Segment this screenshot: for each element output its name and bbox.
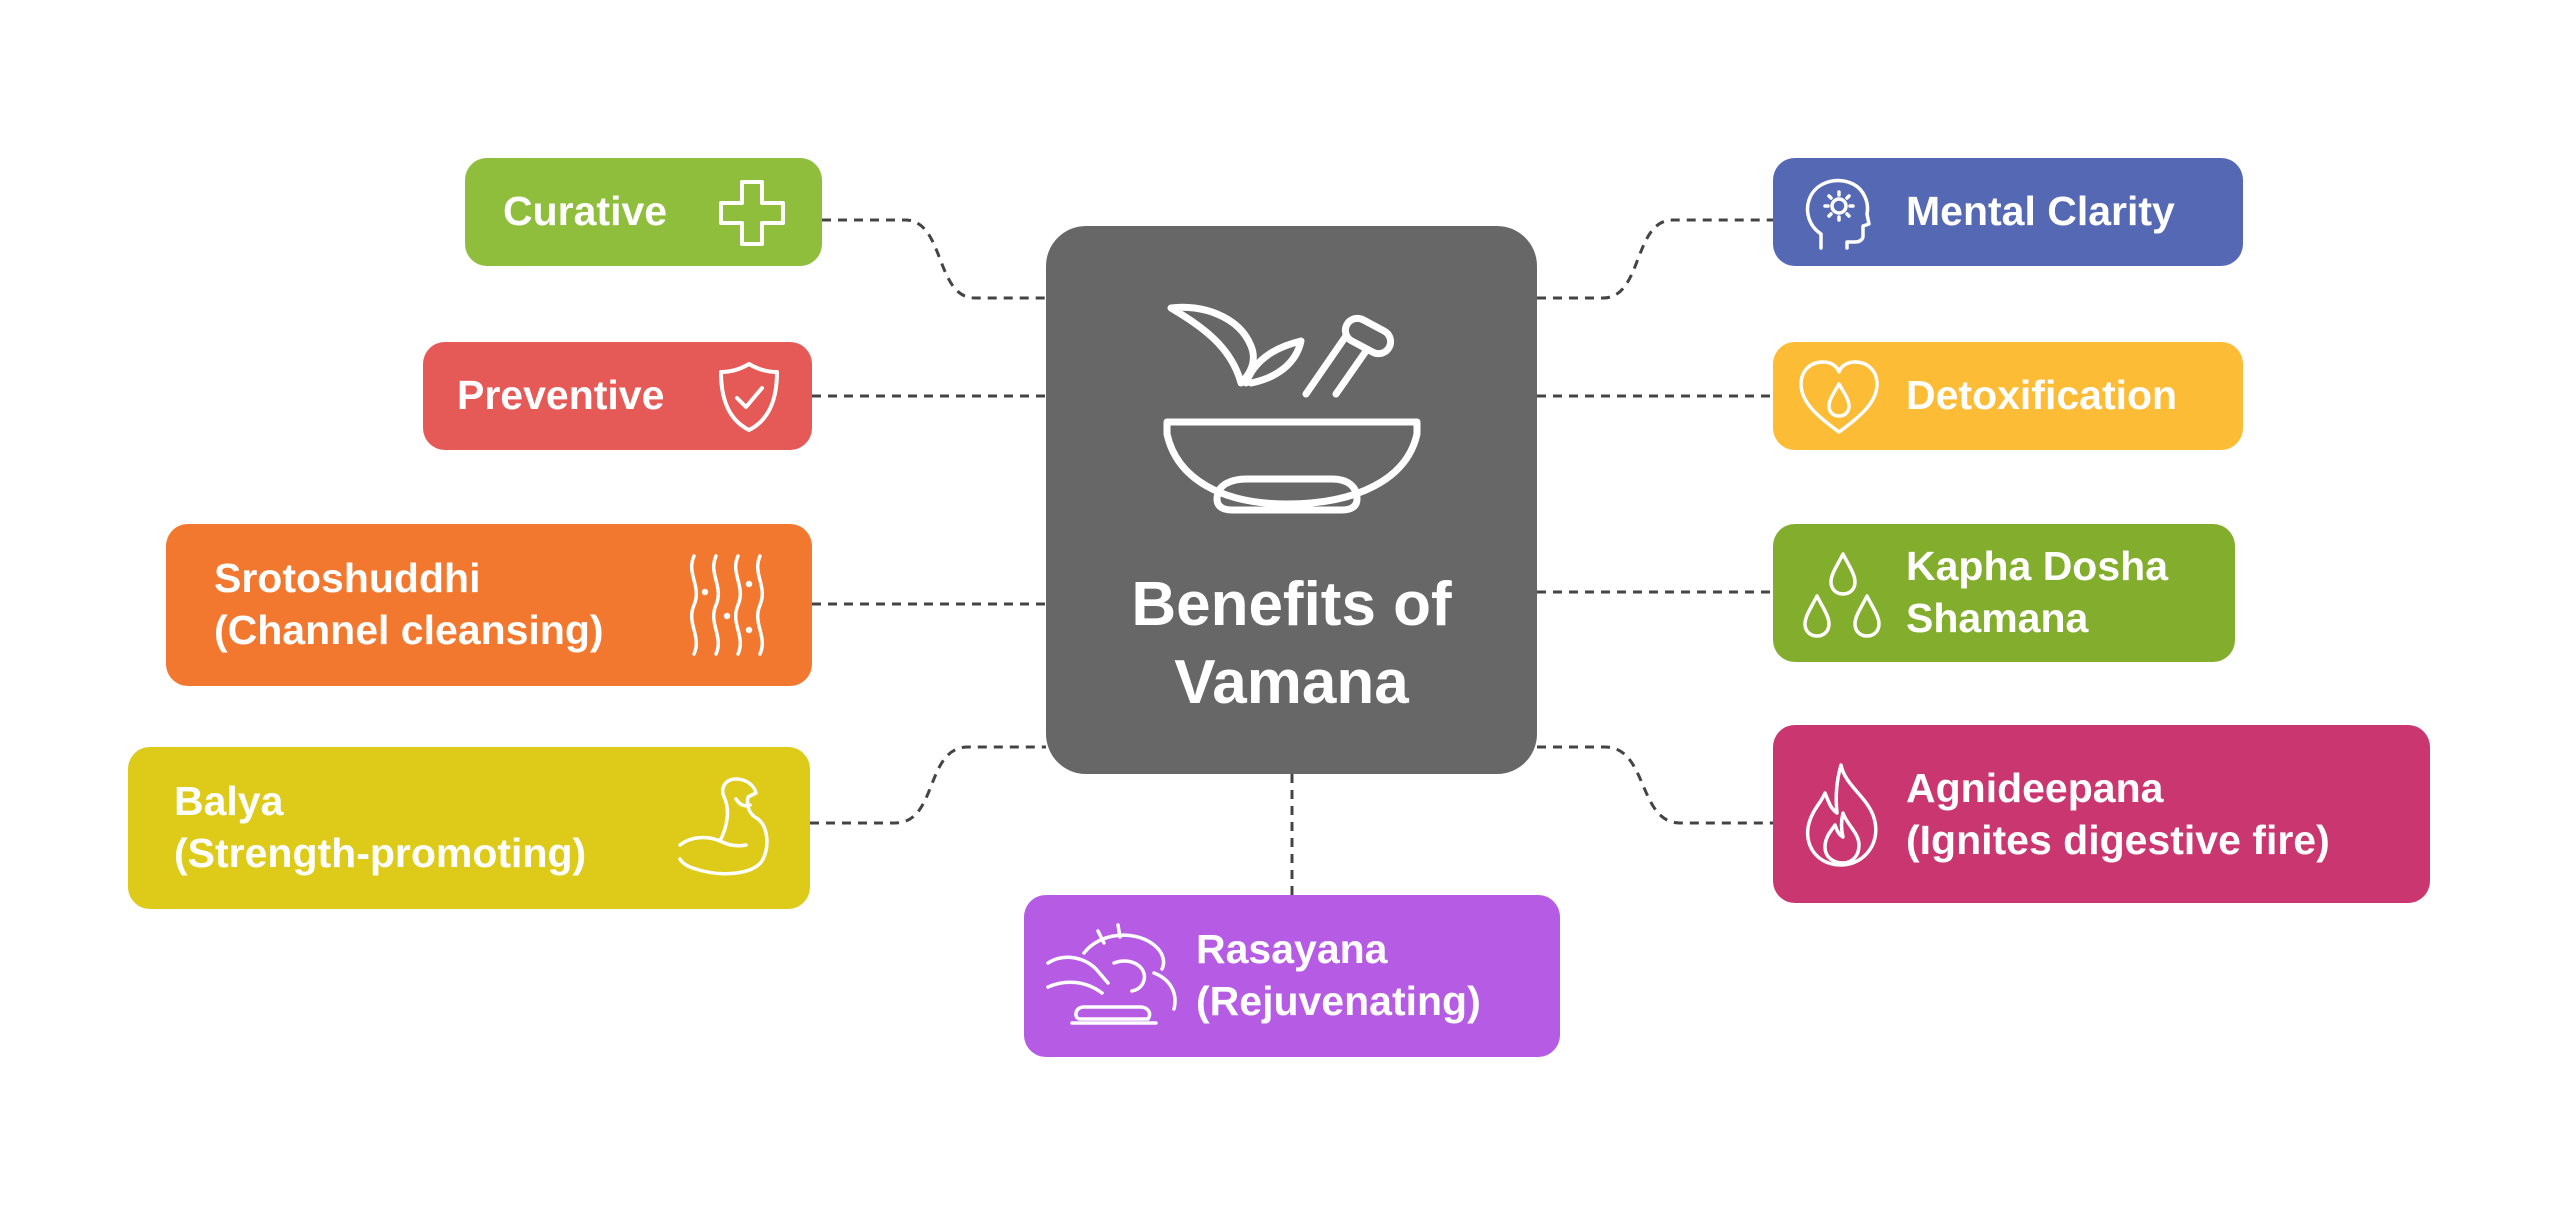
shield-check-icon — [717, 360, 781, 434]
connector-balya — [810, 745, 1046, 825]
srotoshuddhi-label-line-1: Srotoshuddhi — [214, 555, 481, 601]
rasayana-label-line-1: Rasayana — [1196, 926, 1388, 972]
srotoshuddhi-label-line-2: (Channel cleansing) — [214, 607, 604, 653]
preventive-label: Preventive — [457, 372, 665, 418]
cross-icon — [717, 178, 787, 248]
face-massage-icon — [1044, 923, 1184, 1029]
water-drops-icon — [1801, 550, 1885, 640]
rasayana-label-line-2: (Rejuvenating) — [1196, 978, 1481, 1024]
mental-clarity-label: Mental Clarity — [1906, 188, 2175, 234]
connector-curative — [822, 218, 1046, 300]
wavy-lines-icon — [684, 554, 774, 656]
center-title-line-1: Benefits of — [1131, 570, 1452, 639]
center-node: Benefits of Vamana — [1046, 226, 1537, 774]
benefit-balya: Balya (Strength-promoting) — [128, 747, 810, 909]
flexed-arm-icon — [676, 775, 772, 879]
benefit-srotoshuddhi: Srotoshuddhi (Channel cleansing) — [166, 524, 812, 686]
benefit-curative: Curative — [465, 158, 822, 266]
kapha-label-line-1: Kapha Dosha — [1906, 543, 2168, 589]
benefit-rasayana: Rasayana (Rejuvenating) — [1024, 895, 1560, 1057]
flame-icon — [1801, 761, 1883, 869]
agnideepana-label-line-1: Agnideepana — [1906, 765, 2164, 811]
benefit-kapha: Kapha Dosha Shamana — [1773, 524, 2235, 662]
benefit-preventive: Preventive — [423, 342, 812, 450]
connector-mental-clarity — [1537, 218, 1773, 300]
connector-agnideepana — [1537, 745, 1773, 825]
benefit-mental-clarity: Mental Clarity — [1773, 158, 2243, 266]
head-brain-icon — [1801, 174, 1871, 252]
mortar-pestle-icon — [1161, 276, 1421, 521]
detoxification-label: Detoxification — [1906, 372, 2178, 418]
benefit-agnideepana: Agnideepana (Ignites digestive fire) — [1773, 725, 2430, 903]
heart-drop-icon — [1797, 358, 1881, 436]
balya-label-line-2: (Strength-promoting) — [174, 830, 587, 876]
kapha-label-line-2: Shamana — [1906, 595, 2089, 641]
balya-label-line-1: Balya — [174, 778, 284, 824]
center-title: Benefits of Vamana — [1046, 566, 1537, 722]
curative-label: Curative — [503, 188, 668, 234]
benefit-detoxification: Detoxification — [1773, 342, 2243, 450]
center-title-line-2: Vamana — [1174, 648, 1409, 717]
agnideepana-label-line-2: (Ignites digestive fire) — [1906, 817, 2330, 863]
